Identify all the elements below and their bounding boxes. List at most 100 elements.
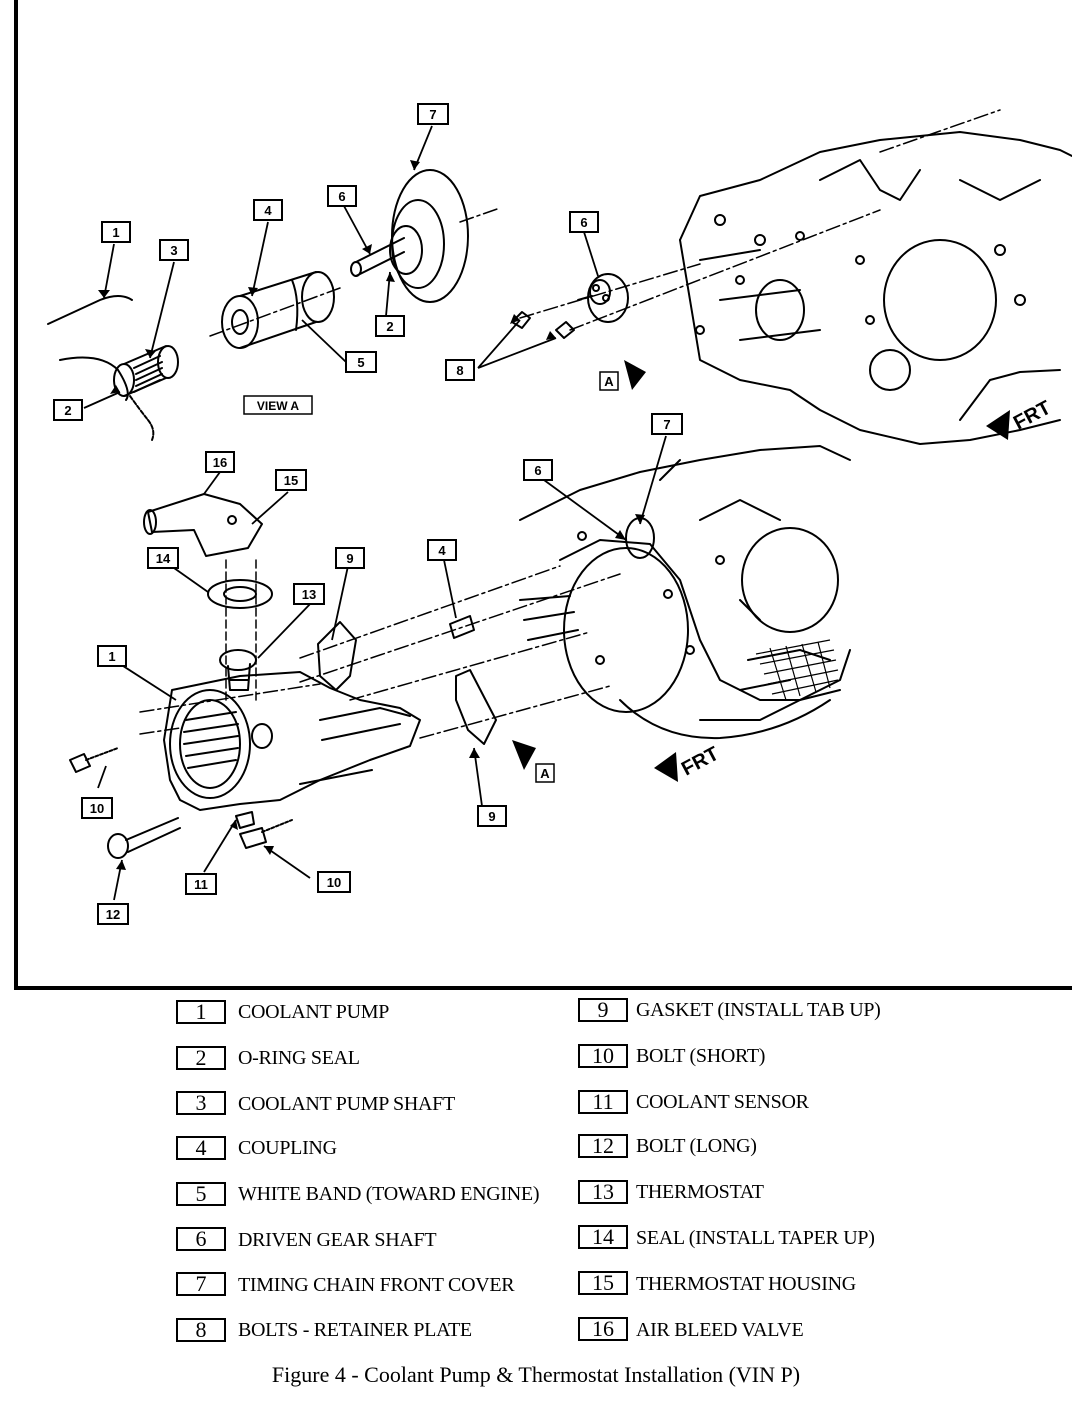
legend-label-14: SEAL (INSTALL TAPER UP) xyxy=(636,1227,875,1249)
retainer-bolt xyxy=(555,321,575,339)
coolant-pump-body xyxy=(163,671,421,811)
legend-num-3: 3 xyxy=(176,1091,226,1115)
legend-label-8: BOLTS - RETAINER PLATE xyxy=(238,1319,472,1341)
thermostat-centerlines xyxy=(225,559,257,701)
callout-12: 12 xyxy=(106,907,120,922)
legend-num-5: 5 xyxy=(176,1182,226,1206)
legend-num-13: 13 xyxy=(578,1180,628,1204)
callout-3: 3 xyxy=(170,243,177,258)
callout-1: 1 xyxy=(108,649,115,664)
callout-7: 7 xyxy=(663,417,670,432)
callout-boxes xyxy=(53,103,683,925)
legend-num-9: 9 xyxy=(578,998,628,1022)
a-marker-box-top xyxy=(599,371,619,391)
legend-label-11: COOLANT SENSOR xyxy=(636,1091,809,1113)
callout-numbers: 1 2 2 3 4 5 6 6 7 8 7 6 16 15 14 9 4 13 … xyxy=(64,107,670,922)
legend-label-16: AIR BLEED VALVE xyxy=(636,1319,804,1341)
gasket-upper xyxy=(317,621,357,691)
callout-2: 2 xyxy=(64,403,71,418)
callout-4: 4 xyxy=(264,203,272,218)
view-a-engine-centerline xyxy=(519,209,881,331)
belt-hatch xyxy=(755,639,839,701)
legend-label-4: COUPLING xyxy=(238,1137,337,1159)
legend-num-1: 1 xyxy=(176,1000,226,1024)
view-a-arrow-lower xyxy=(512,740,536,770)
a-marker-top: A xyxy=(604,374,614,389)
callout-6: 6 xyxy=(534,463,541,478)
gasket-lower xyxy=(455,669,497,745)
coolant-pump-shaft-part xyxy=(113,345,179,397)
callout-14: 14 xyxy=(156,551,171,566)
lower-centerline-3 xyxy=(139,683,321,735)
callout-16: 16 xyxy=(213,455,227,470)
legend-num-10: 10 xyxy=(578,1044,628,1068)
legend-label-10: BOLT (SHORT) xyxy=(636,1045,766,1067)
callout-8: 8 xyxy=(456,363,463,378)
callout-15: 15 xyxy=(284,473,298,488)
legend-num-15: 15 xyxy=(578,1271,628,1295)
callout-10: 10 xyxy=(90,801,104,816)
o-ring-wire xyxy=(129,395,155,441)
leader-lines xyxy=(83,125,667,901)
callout-4: 4 xyxy=(438,543,446,558)
frt-arrow-top xyxy=(986,410,1010,440)
a-marker-lower: A xyxy=(540,766,550,781)
legend-label-13: THERMOSTAT xyxy=(636,1181,764,1203)
engine-block-top xyxy=(679,131,1072,445)
legend-label-5: WHITE BAND (TOWARD ENGINE) xyxy=(238,1183,540,1205)
legend-label-6: DRIVEN GEAR SHAFT xyxy=(238,1229,437,1251)
engine-block-lower xyxy=(519,445,851,740)
callout-13: 13 xyxy=(302,587,316,602)
callout-6: 6 xyxy=(338,189,345,204)
callout-9: 9 xyxy=(488,809,495,824)
pump-bolts xyxy=(69,747,293,859)
thermostat-housing-part xyxy=(143,493,263,557)
legend-label-2: O-RING SEAL xyxy=(238,1047,360,1069)
coupling-small xyxy=(449,615,475,639)
legend-label-15: THERMOSTAT HOUSING xyxy=(636,1273,856,1295)
legend-num-8: 8 xyxy=(176,1318,226,1342)
view-a-label: VIEW A xyxy=(257,399,300,413)
legend-num-4: 4 xyxy=(176,1136,226,1160)
view-a-arrow xyxy=(624,360,646,390)
legend-num-12: 12 xyxy=(578,1134,628,1158)
legend-num-6: 6 xyxy=(176,1227,226,1251)
a-marker-box-lower xyxy=(535,763,555,783)
figure-caption: Figure 4 - Coolant Pump & Thermostat Ins… xyxy=(271,1362,801,1387)
callout-1: 1 xyxy=(112,225,119,240)
callout-2: 2 xyxy=(386,319,393,334)
frt-label-top: FRT xyxy=(1010,397,1055,435)
exploded-view-drawing: 1 2 2 3 4 5 6 6 7 8 7 6 16 15 14 9 4 13 … xyxy=(14,0,1072,990)
legend-label-12: BOLT (LONG) xyxy=(636,1135,757,1157)
lower-centerline-1 xyxy=(299,565,621,683)
legend-num-7: 7 xyxy=(176,1272,226,1296)
callout-7: 7 xyxy=(429,107,436,122)
timing-cover-part xyxy=(350,169,469,303)
figure-frame xyxy=(14,0,1072,990)
lower-centerline-2 xyxy=(349,631,611,739)
frt-label-lower: FRT xyxy=(678,743,723,781)
leader-arrowheads xyxy=(98,160,645,870)
view-a-label-box xyxy=(243,395,313,415)
legend-label-3: COOLANT PUMP SHAFT xyxy=(238,1093,455,1115)
frt-arrow-lower xyxy=(654,752,678,782)
callout-9: 9 xyxy=(346,551,353,566)
legend-label-7: TIMING CHAIN FRONT COVER xyxy=(238,1274,515,1296)
engine-axis-top xyxy=(879,109,1001,153)
callout-5: 5 xyxy=(357,355,364,370)
pump-shaft-housing xyxy=(47,295,133,401)
callout-6: 6 xyxy=(580,215,587,230)
legend-num-14: 14 xyxy=(578,1225,628,1249)
callout-11: 11 xyxy=(194,877,208,892)
coupling-part xyxy=(221,271,335,349)
legend-label-9: GASKET (INSTALL TAB UP) xyxy=(636,999,881,1021)
direction-markers xyxy=(512,360,1010,782)
legend-num-16: 16 xyxy=(578,1317,628,1341)
retainer-bolt xyxy=(511,311,531,329)
legend-num-2: 2 xyxy=(176,1046,226,1070)
legend-num-11: 11 xyxy=(578,1090,628,1114)
view-a-centerline xyxy=(209,207,501,337)
thermostat-seal-part xyxy=(207,579,273,609)
legend-label-1: COOLANT PUMP xyxy=(238,1001,390,1023)
callout-10: 10 xyxy=(327,875,341,890)
